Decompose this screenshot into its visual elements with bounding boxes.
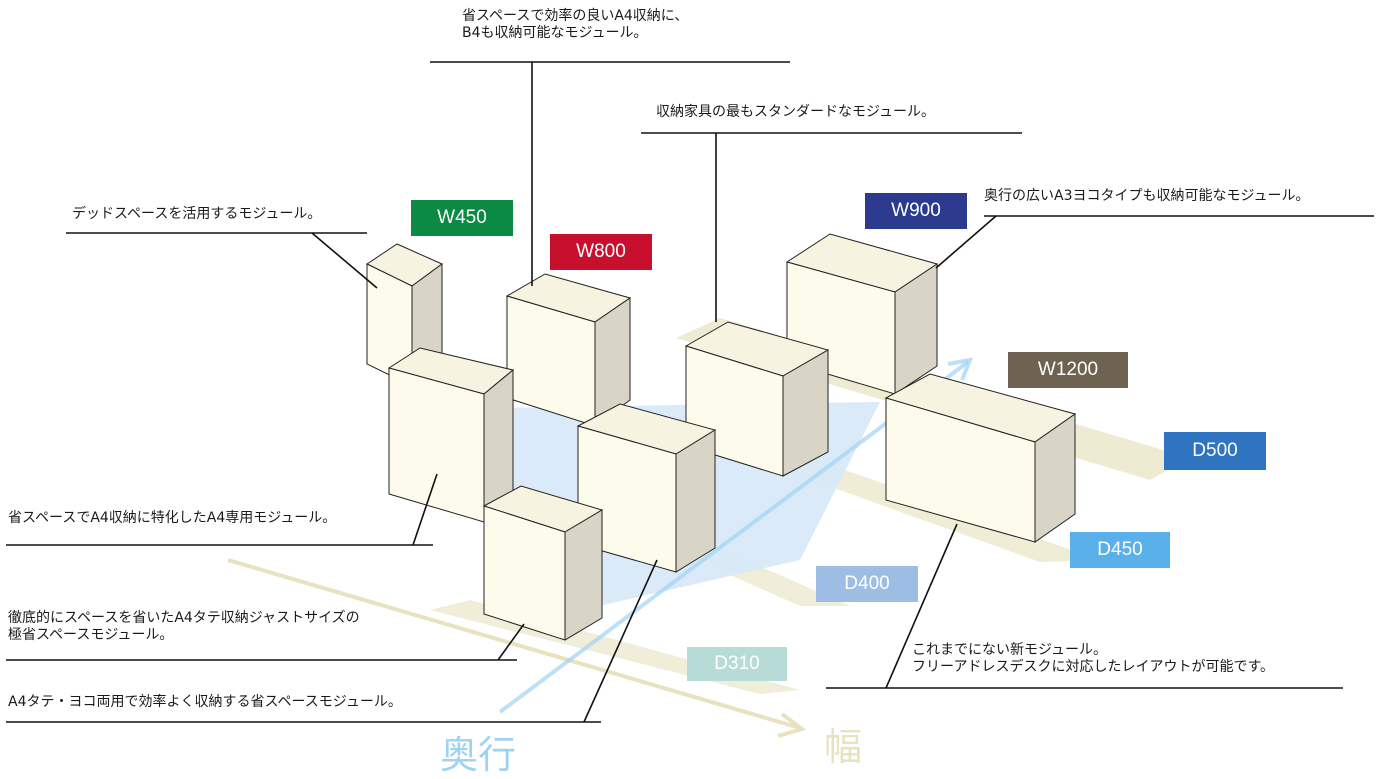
leader-new-module: [885, 523, 958, 689]
d500-tag: D500: [1164, 432, 1266, 470]
note-a4-tate-yoko-module: A4タテ・ヨコ両用で効率よく収納する省スペースモジュール。: [8, 694, 402, 711]
cabinet-w1200-front: [885, 397, 1036, 543]
note-a4-tate-just-module: 徹底的にスペースを省いたA4タテ収納ジャストサイズの 極省スペースモジュール。: [8, 610, 360, 644]
note-line: 徹底的にスペースを省いたA4タテ収納ジャストサイズの: [8, 610, 360, 626]
note-a3-yoko-module: 奥行の広いA3ヨコタイプも収納可能なモジュール。: [984, 188, 1310, 205]
width-axis-line: [227, 558, 801, 730]
w800-tag: W800: [550, 234, 652, 270]
cabinet-tate-yoko-side: [675, 429, 716, 573]
note-line: フリーアドレスデスクに対応したレイアウトが可能です。: [912, 659, 1275, 675]
cabinet-a4-dedicated-front: [388, 367, 485, 523]
leader-tate-yoko: [583, 559, 658, 723]
note-line: 省スペースでA4収納に特化したA4専用モジュール。: [8, 510, 337, 526]
leader-dead-space: [311, 232, 378, 289]
note-line: 省スペースで効率の良いA4収納に、: [462, 8, 689, 24]
note-line: B4も収納可能なモジュール。: [462, 25, 648, 41]
note-line: これまでにない新モジュール。: [912, 642, 1108, 658]
leader-tate-just: [497, 623, 525, 661]
w1200-tag: W1200: [1008, 352, 1128, 388]
cabinet-tate-just-front: [483, 505, 566, 641]
note-line: 極省スペースモジュール。: [8, 627, 174, 643]
w450-tag: W450: [411, 200, 513, 236]
width-axis-label: 幅: [824, 725, 863, 769]
cabinet-tate-just-side: [564, 509, 603, 641]
note-line: 収納家具の最もスタンダードなモジュール。: [656, 104, 936, 120]
width-axis-arrowhead: [777, 712, 807, 738]
d450-tag: D450: [1070, 532, 1170, 568]
note-dead-space-module: デッドスペースを活用するモジュール。: [72, 206, 321, 223]
d400-tag: D400: [816, 566, 918, 602]
depth-axis-arrowhead: [947, 357, 974, 381]
d310-tag: D310: [687, 647, 787, 681]
depth-axis-label: 奥行: [440, 733, 517, 777]
note-a4-b4-module: 省スペースで効率の良いA4収納に、 B4も収納可能なモジュール。: [462, 8, 688, 42]
w900-tag: W900: [865, 193, 967, 229]
leader-a4-dedicated: [412, 473, 438, 546]
leader-a3-yoko: [935, 215, 997, 269]
note-standard-module: 収納家具の最もスタンダードなモジュール。: [656, 104, 935, 121]
note-line: A4タテ・ヨコ両用で効率よく収納する省スペースモジュール。: [8, 694, 402, 710]
note-new-module: これまでにない新モジュール。 フリーアドレスデスクに対応したレイアウトが可能です…: [912, 642, 1274, 676]
note-a4-dedicated-module: 省スペースでA4収納に特化したA4専用モジュール。: [8, 510, 336, 527]
note-line: デッドスペースを活用するモジュール。: [72, 206, 322, 222]
note-line: 奥行の広いA3ヨコタイプも収納可能なモジュール。: [984, 188, 1310, 204]
